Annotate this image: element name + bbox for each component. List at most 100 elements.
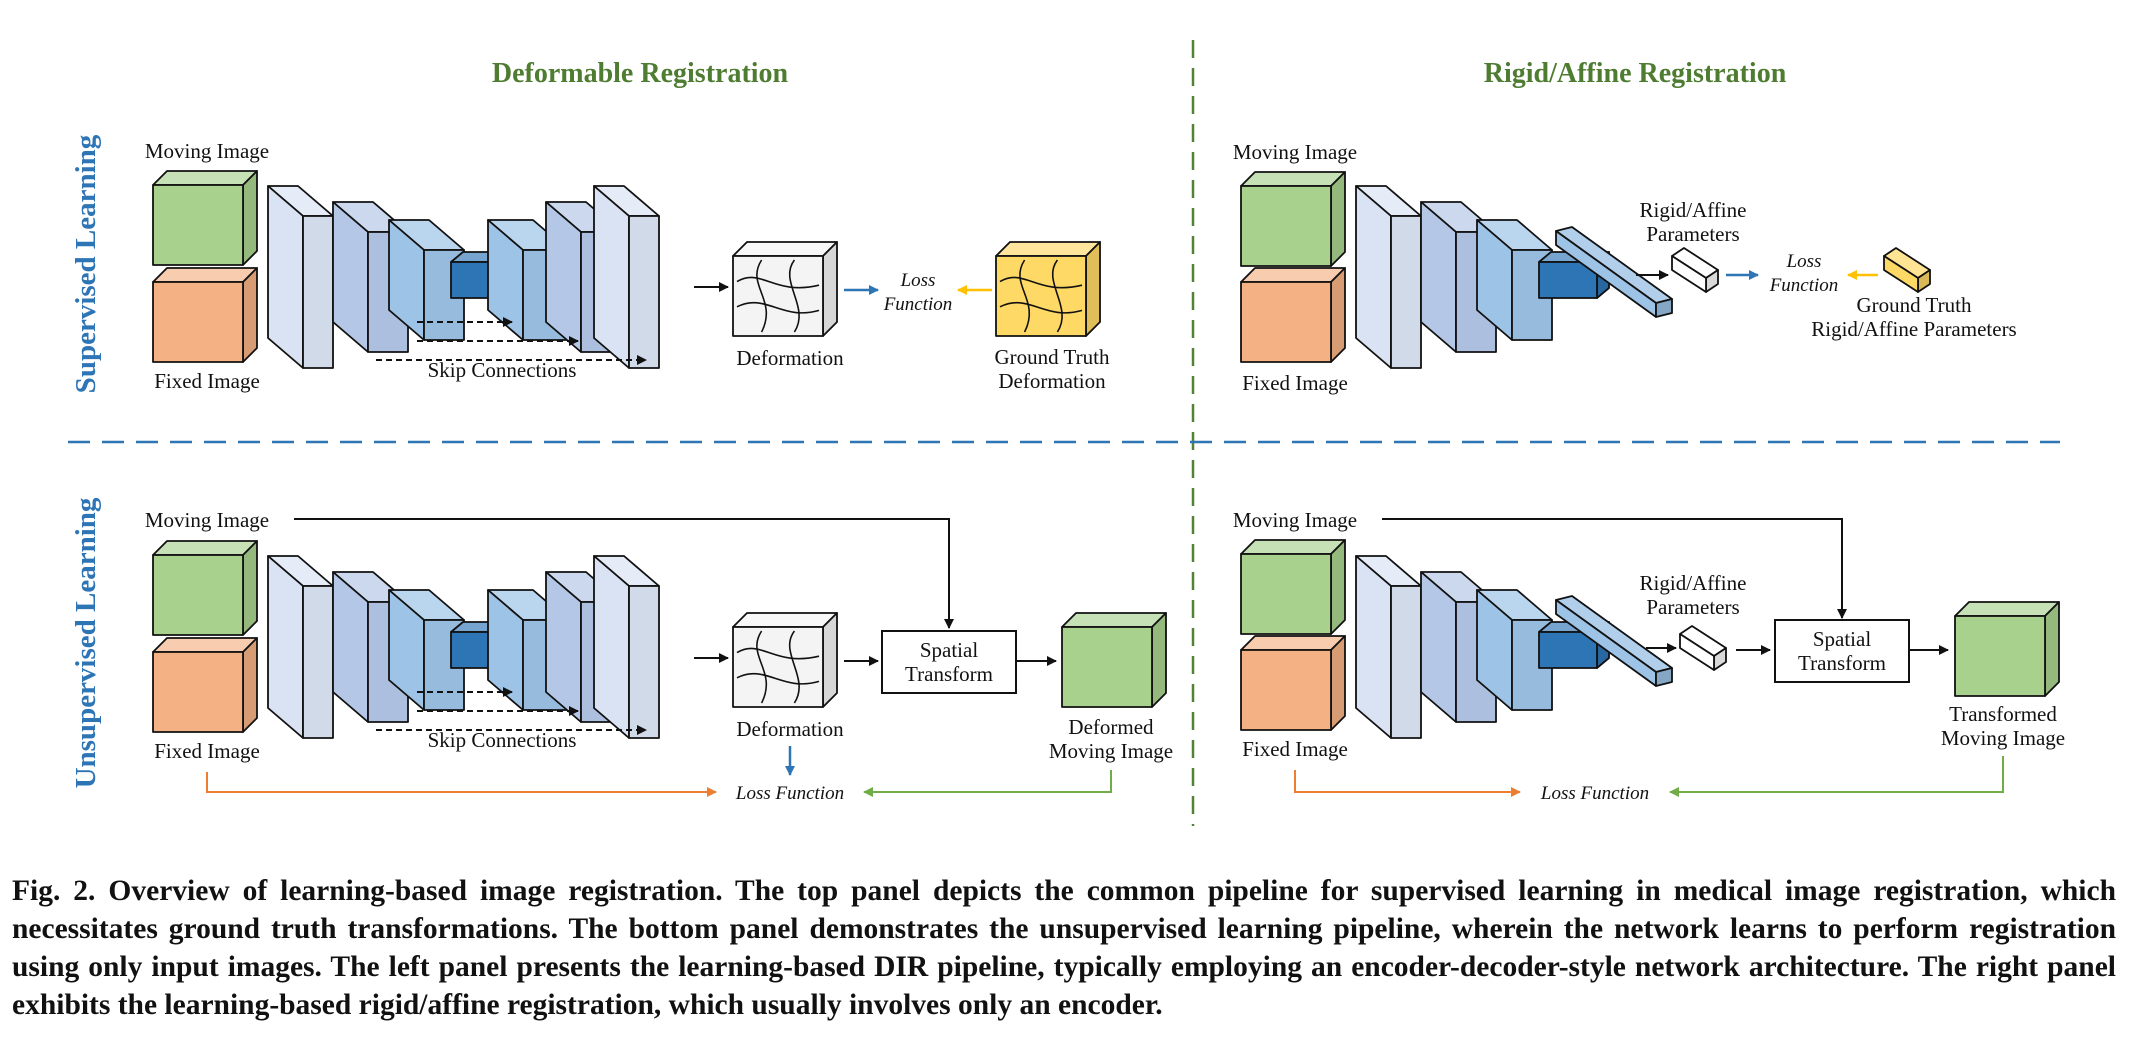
box-top-face [1240, 539, 1346, 555]
fixed-image-cube [1240, 635, 1346, 731]
deformation-grid-line [788, 630, 800, 704]
encoder-decoder-network [267, 555, 660, 739]
layer-front-face [1390, 215, 1422, 369]
box-top-face [152, 637, 258, 653]
box-front-face [995, 255, 1087, 337]
figure-caption: Fig. 2. Overview of learning-based image… [12, 875, 2116, 1021]
row-label-unsupervised: Unsupervised Learning [70, 497, 102, 788]
spatial-transform-box [1774, 619, 1910, 683]
layer-side-face [1355, 185, 1392, 369]
layer-front-face [628, 215, 660, 369]
fixed-image-label: Fixed Image [154, 739, 260, 763]
box-front-face [152, 281, 244, 363]
box-top-face [1240, 635, 1346, 651]
box-front-face [152, 651, 244, 733]
left-panel-title: Deformable Registration [492, 58, 789, 89]
ground-truth-parameter-block [1883, 247, 1931, 293]
encoder-decoder-network [267, 185, 660, 369]
box-side-face [1330, 267, 1346, 363]
skip-connections-label: Skip Connections [428, 728, 577, 752]
moving-image-cube [152, 170, 258, 266]
spatial-transform-label: Transform [905, 662, 993, 686]
box-side-face [242, 540, 258, 636]
ground-truth-deformation-cube [995, 241, 1101, 337]
box-side-face [242, 170, 258, 266]
deformation-grid-line [736, 647, 820, 660]
deformation-grid-line [1051, 259, 1063, 333]
box-side-face [1330, 171, 1346, 267]
box-front-face [732, 626, 824, 708]
deformation-grid-line [736, 276, 820, 289]
spatial-transform-label: Spatial [920, 638, 978, 662]
deformation-field-cube [732, 241, 838, 337]
parameters-label: Parameters [1646, 222, 1739, 246]
transformed-moving-image-label: Transformed [1949, 702, 2057, 726]
deformation-label: Deformation [736, 717, 844, 741]
unsupervised-deformable-panel: Moving Image Fixed Image Skip Connection… [145, 508, 1173, 804]
deformation-label: Deformation [736, 346, 844, 370]
layer-front-face [628, 585, 660, 739]
box-front-face [152, 184, 244, 266]
box-top-face [732, 612, 838, 628]
param-front-face [1679, 633, 1715, 671]
row-label-supervised: Supervised Learning [70, 134, 102, 393]
parameter-block [1671, 247, 1719, 293]
deformation-grid-line [736, 672, 820, 685]
box-top-face [152, 170, 258, 186]
parameters-label: Parameters [1646, 595, 1739, 619]
param-front-face [1883, 255, 1919, 293]
fixed-image-cube [152, 637, 258, 733]
box-side-face [2044, 601, 2060, 697]
transformed-moving-image-cube [1954, 601, 2060, 697]
fixed-image-to-loss-arrow [1294, 770, 1521, 797]
parameter-vector [1555, 226, 1673, 318]
layer-side-face [593, 555, 630, 739]
fixed-image-label: Fixed Image [1242, 371, 1348, 395]
loss-function-label: Loss Function [1540, 783, 1649, 804]
loss-function-label: Loss Function [735, 783, 844, 804]
layer-side-face [1355, 555, 1392, 739]
deformation-grid-line [756, 630, 768, 704]
box-front-face [1954, 615, 2046, 697]
layer-side-face [267, 555, 304, 739]
box-top-face [732, 241, 838, 257]
skip-connection-arrows [376, 317, 647, 365]
ground-truth-parameters-label: Rigid/Affine Parameters [1811, 317, 2016, 341]
skip-connection-arrows [376, 687, 647, 735]
box-side-face [242, 267, 258, 363]
loss-function-label: Loss [900, 270, 936, 291]
encoder-network [1355, 185, 1610, 369]
loss-function-label: Function [883, 294, 953, 315]
deformation-grid-line [1019, 259, 1031, 333]
ground-truth-deformation-label: Deformation [998, 369, 1106, 393]
vector-end-face [1655, 667, 1673, 687]
deformed-moving-image-cube [1061, 612, 1167, 708]
deformation-grid-line [999, 301, 1083, 314]
fixed-image-cube [152, 267, 258, 363]
moving-image-cube [152, 540, 258, 636]
box-front-face [1061, 626, 1153, 708]
layer-front-face [302, 215, 334, 369]
supervised-deformable-panel: Moving Image Fixed Image Skip Connection… [145, 139, 1110, 393]
moving-image-cube [1240, 171, 1346, 267]
box-side-face [242, 637, 258, 733]
box-side-face [1151, 612, 1167, 708]
moving-image-label: Moving Image [145, 508, 269, 532]
spatial-transform-label: Transform [1798, 651, 1886, 675]
moving-image-label: Moving Image [145, 139, 269, 163]
vector-end-face [1655, 298, 1673, 318]
fixed-image-label: Fixed Image [154, 369, 260, 393]
param-front-face [1671, 255, 1707, 293]
box-front-face [1538, 631, 1598, 669]
transformed-moving-image-label: Moving Image [1941, 726, 2065, 750]
layer-front-face [302, 585, 334, 739]
moving-image-cube [1240, 539, 1346, 635]
box-front-face [1538, 261, 1598, 299]
unsupervised-rigid-panel: Moving Image Fixed Image Rigid/Affine Pa… [1233, 508, 2065, 804]
box-side-face [1085, 241, 1101, 337]
spatial-transform-label: Spatial [1813, 627, 1871, 651]
registration-diagram: Deformable Registration Rigid/Affine Reg… [68, 40, 2065, 826]
ground-truth-deformation-label: Ground Truth [995, 345, 1110, 369]
box-side-face [1330, 635, 1346, 731]
layer-side-face [267, 185, 304, 369]
